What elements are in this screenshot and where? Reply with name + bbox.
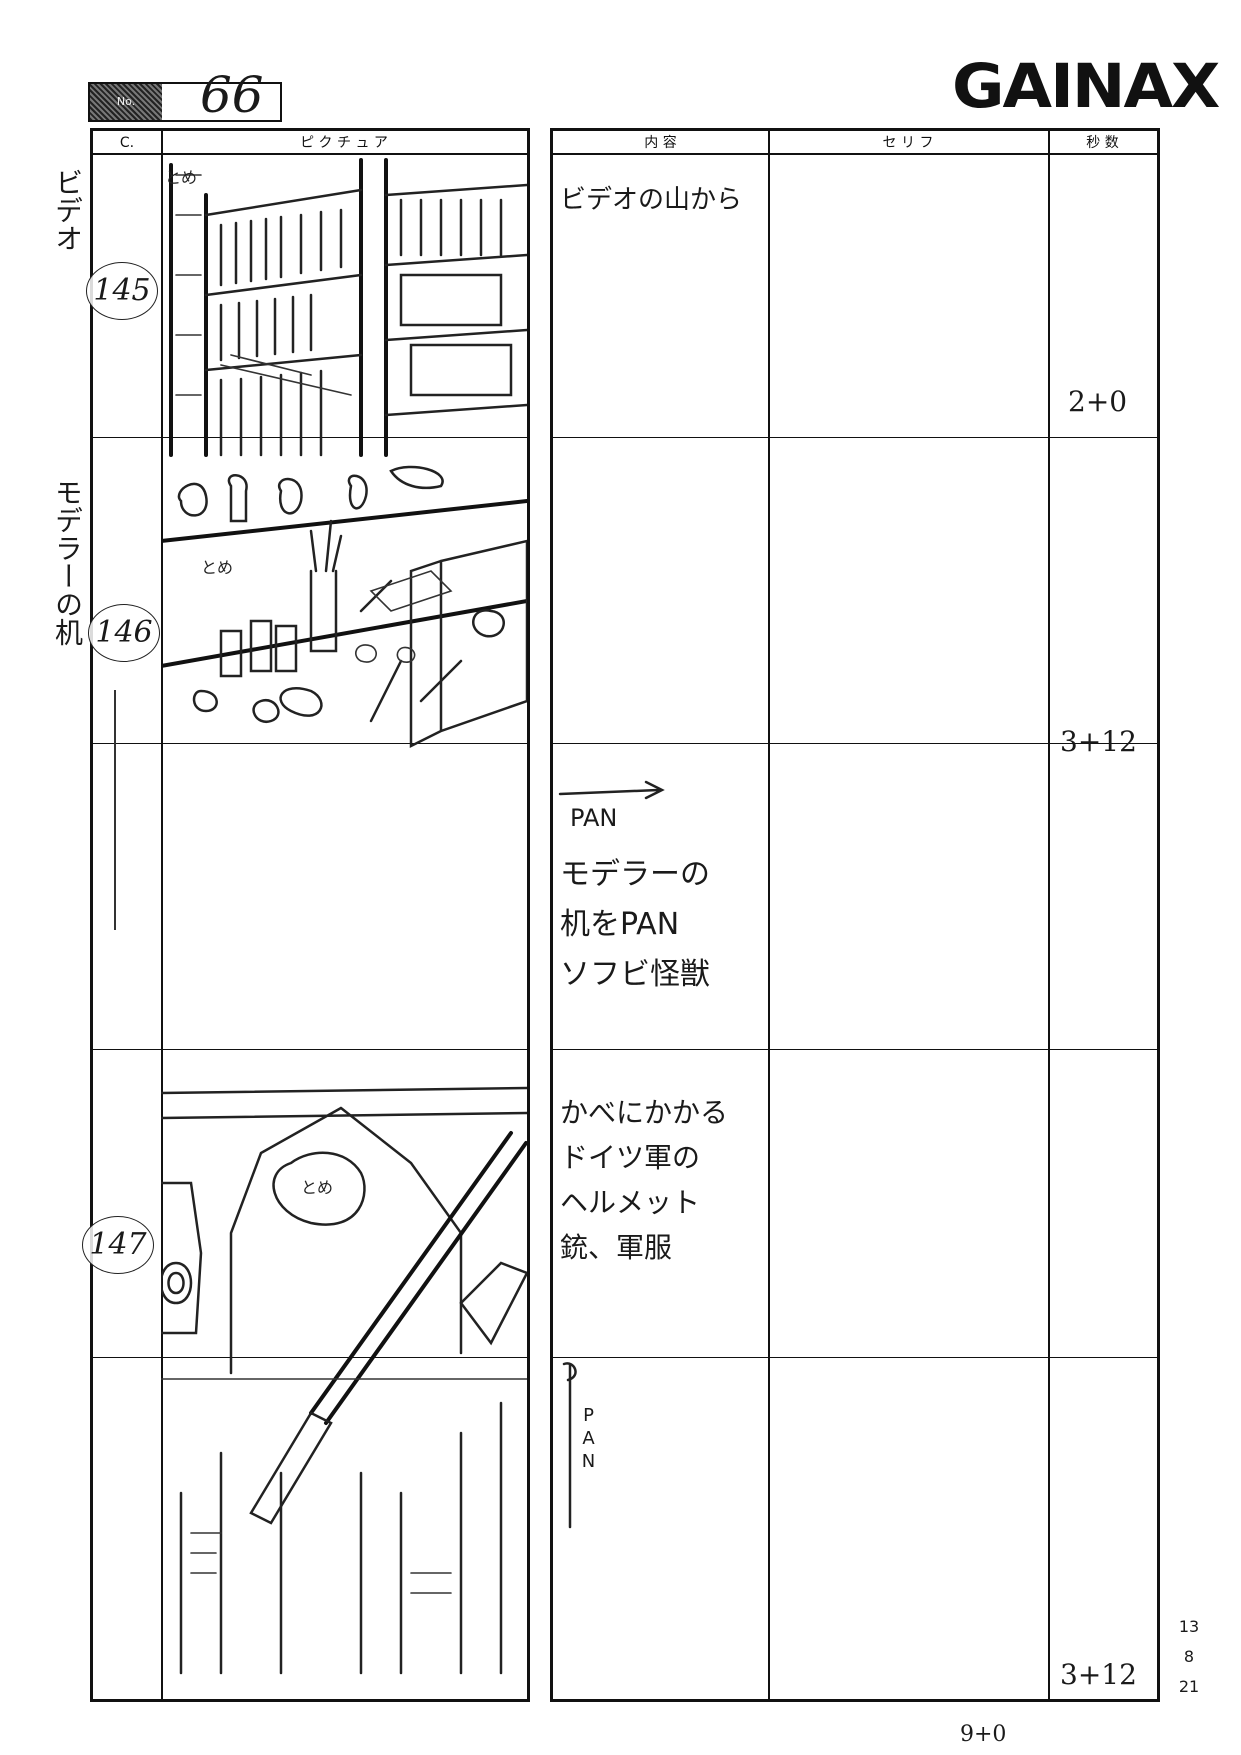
seconds-cut-146: 3+12: [1060, 725, 1137, 758]
sketch-145-video-shelves: とめ: [165, 158, 527, 457]
script-table: 内 容 セ リ フ 秒 数: [550, 128, 1160, 1702]
side-note-modeler-desk: モデラーの机: [51, 478, 84, 646]
cut-number-147: 147: [82, 1216, 154, 1274]
row-divider: [553, 1049, 1157, 1050]
cut-number-146: 146: [88, 604, 160, 662]
sketch-146-label: とめ: [201, 558, 233, 577]
row-divider: [553, 437, 1157, 438]
sketch-147-wall-helmet-gun: とめ: [161, 1086, 527, 1675]
row-divider: [93, 1357, 527, 1358]
row-divider: [553, 743, 1157, 744]
cut-number-145: 145: [86, 262, 158, 320]
row-divider: [93, 1049, 527, 1050]
content-cut-147: かべにかかる ドイツ軍の ヘルメット 銃、軍服: [560, 1096, 729, 1264]
header-rule: [93, 131, 527, 155]
pan-arrow-icon: [558, 780, 665, 800]
page-number-label: No.: [90, 84, 162, 120]
header-dialogue: セ リ フ: [768, 131, 1048, 155]
content-cut-145: ビデオの山から: [560, 185, 743, 215]
sketch-147-label: とめ: [301, 1178, 333, 1197]
sketch-146-modeler-desk: とめ: [161, 465, 527, 749]
total-time-line: 13: [1178, 1617, 1200, 1636]
cut-column-divider: [161, 131, 163, 1699]
page-number: 66: [200, 66, 264, 124]
row-divider: [93, 437, 527, 438]
shelf-lines-icon: [169, 158, 527, 457]
content-cut-146: モデラーの 机をPAN ソフビ怪獣: [560, 857, 710, 992]
page-number-box: No. 66: [88, 66, 282, 124]
side-note-video: ビデオ: [51, 168, 84, 252]
dialogue-column-divider: [768, 131, 770, 1699]
content-pan-label: PAN: [570, 804, 618, 832]
gainax-logo: GAINAX: [952, 51, 1220, 123]
total-time-line: 21: [1178, 1677, 1200, 1696]
seconds-cut-145: 2+0: [1068, 385, 1128, 418]
total-time-line: 8: [1183, 1647, 1195, 1666]
desk-objects-icon: [161, 465, 527, 749]
content-pan-vertical-label: PAN: [578, 1405, 599, 1474]
row-divider: [553, 1357, 1157, 1358]
header-seconds: 秒 数: [1048, 131, 1157, 155]
helmet-gun-uniform-icon: [161, 1086, 527, 1675]
seconds-column-divider: [1048, 131, 1050, 1699]
continuation-line: [114, 690, 116, 930]
total-time-note: 13 8 21: [1176, 1612, 1202, 1702]
pan-down-arrow-icon: [562, 1362, 577, 1529]
picture-table: C. ピ ク チ ュ ア: [90, 128, 530, 1702]
header-content: 内 容: [553, 131, 768, 155]
page-total-note: 9+0: [960, 1722, 1007, 1747]
row-divider: [93, 743, 527, 744]
seconds-cut-147: 3+12: [1060, 1658, 1137, 1691]
sketch-145-label: とめ: [165, 168, 197, 187]
